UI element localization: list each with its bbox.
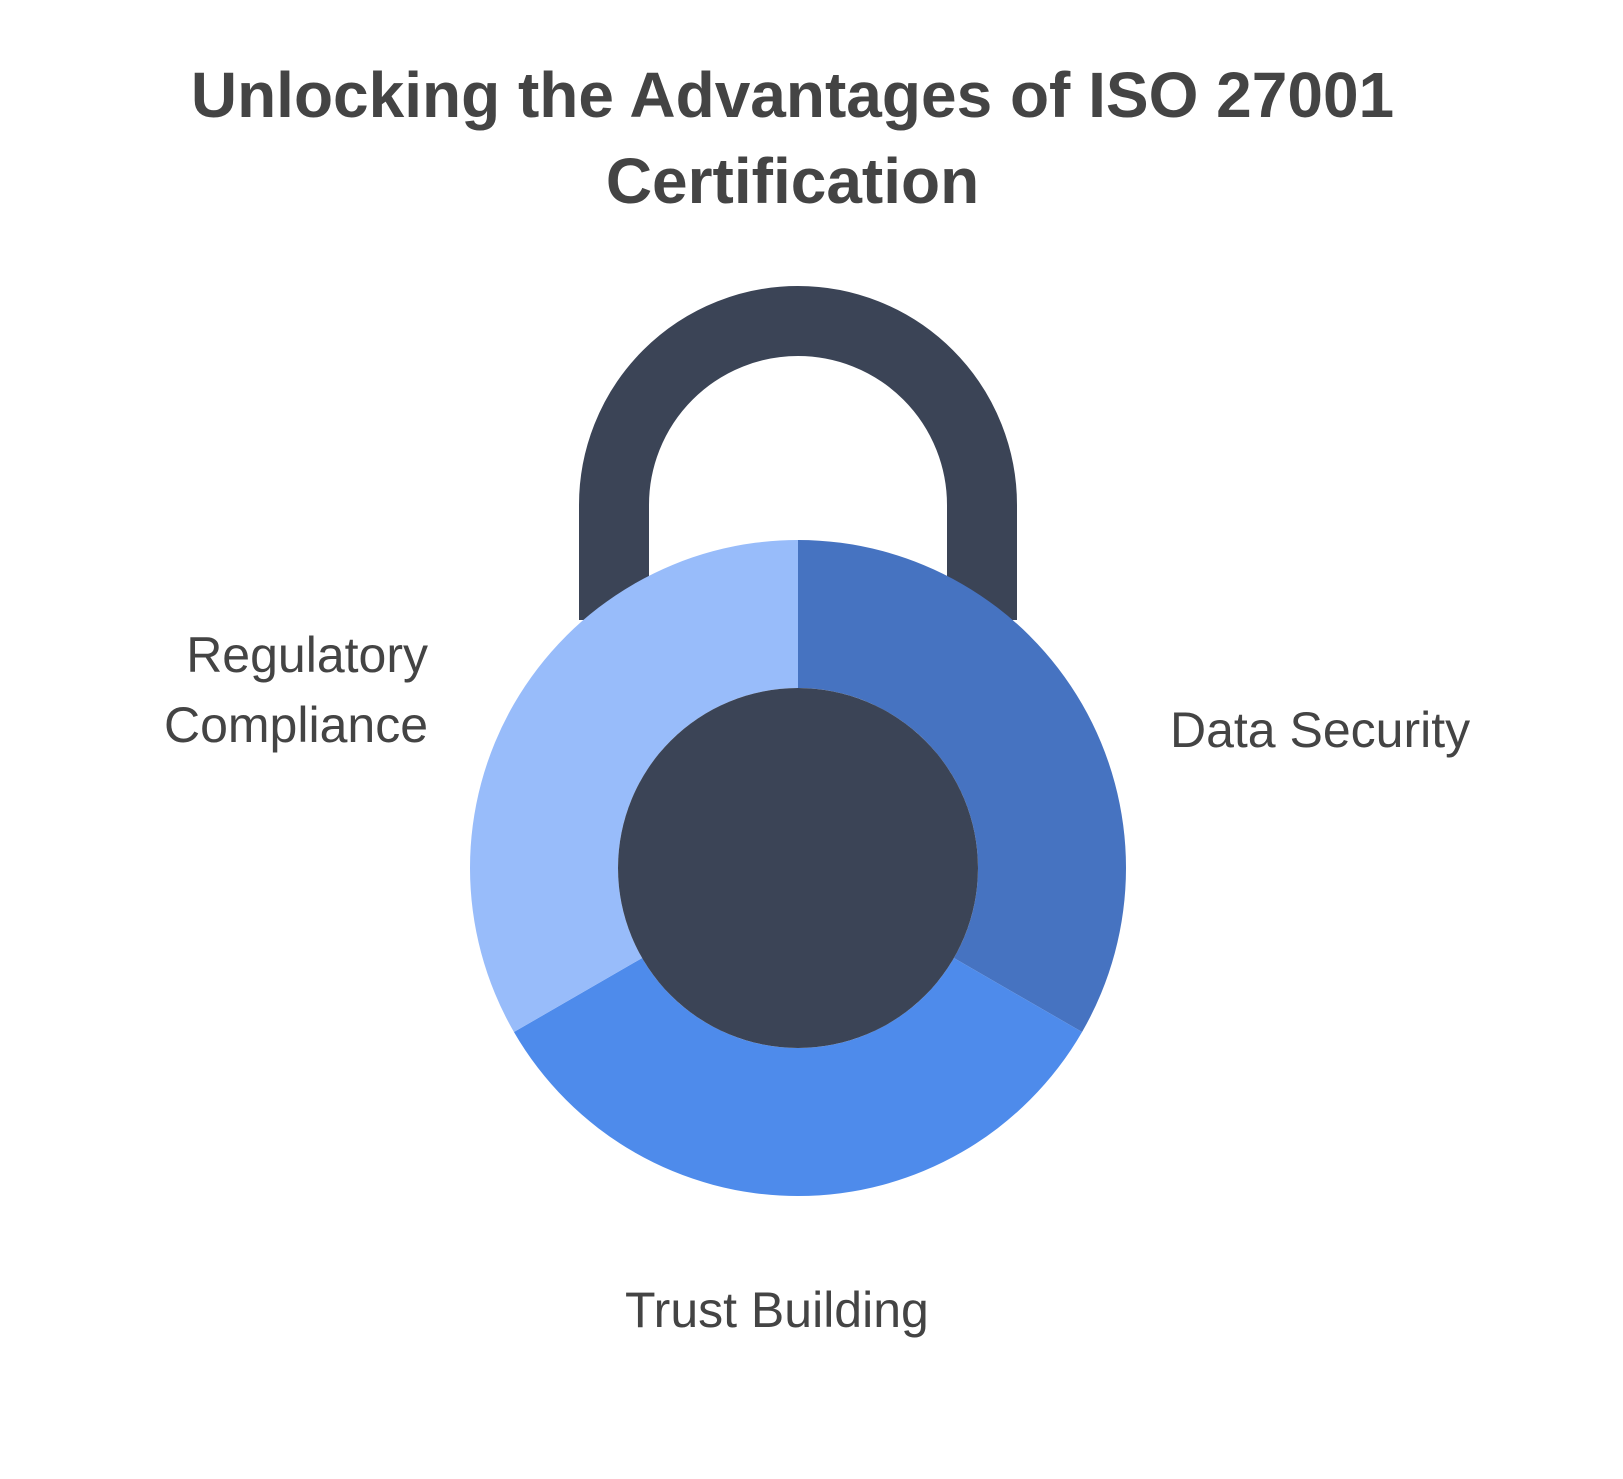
diagram-title: Unlocking the Advantages of ISO 27001 Ce… [0, 52, 1585, 224]
label-regulatory-compliance: Regulatory Compliance [164, 620, 428, 760]
diagram-title-line-2: Certification [605, 145, 980, 217]
label-regulatory-compliance-line-1: Regulatory [186, 627, 428, 683]
label-data-security: Data Security [1170, 702, 1471, 758]
segment-regulatory-compliance [469, 540, 798, 1032]
diagram-title-line-1: Unlocking the Advantages of ISO 27001 [190, 59, 1395, 131]
lock-center [618, 688, 978, 1048]
segment-trust-building [513, 958, 1083, 1197]
label-regulatory-compliance-line-2: Compliance [163, 697, 428, 753]
label-trust-building: Trust Building [625, 1282, 929, 1338]
segment-data-security [798, 540, 1127, 1032]
lock-shackle [579, 286, 1017, 620]
